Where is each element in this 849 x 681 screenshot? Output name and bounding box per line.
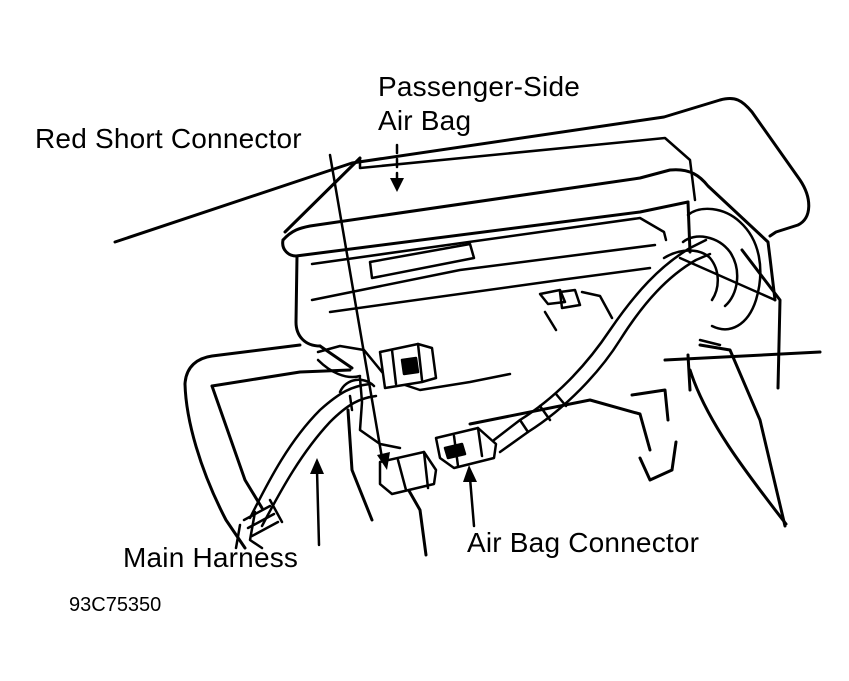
main-harness-label: Main Harness <box>123 542 299 573</box>
lower-panel <box>183 248 822 557</box>
figure-reference-number: 93C75350 <box>69 594 162 616</box>
passenger-side-air-bag-label-line2: Air Bag <box>378 105 472 136</box>
air-bag-harness <box>492 238 719 454</box>
passenger-side-air-bag-label: Passenger-Side <box>378 71 581 102</box>
red-short-connector-label: Red Short Connector <box>35 123 302 154</box>
air-bag-connector-label: Air Bag Connector <box>467 527 700 558</box>
arrow-heads <box>310 178 477 482</box>
dashboard-outline <box>113 97 811 348</box>
leader-lines <box>315 143 476 547</box>
connector-bracket <box>316 288 614 450</box>
air-bag-module <box>310 136 777 347</box>
air-bag-connector-shape <box>378 426 498 496</box>
red-short-connector-shape <box>378 342 438 390</box>
main-harness <box>234 378 378 550</box>
